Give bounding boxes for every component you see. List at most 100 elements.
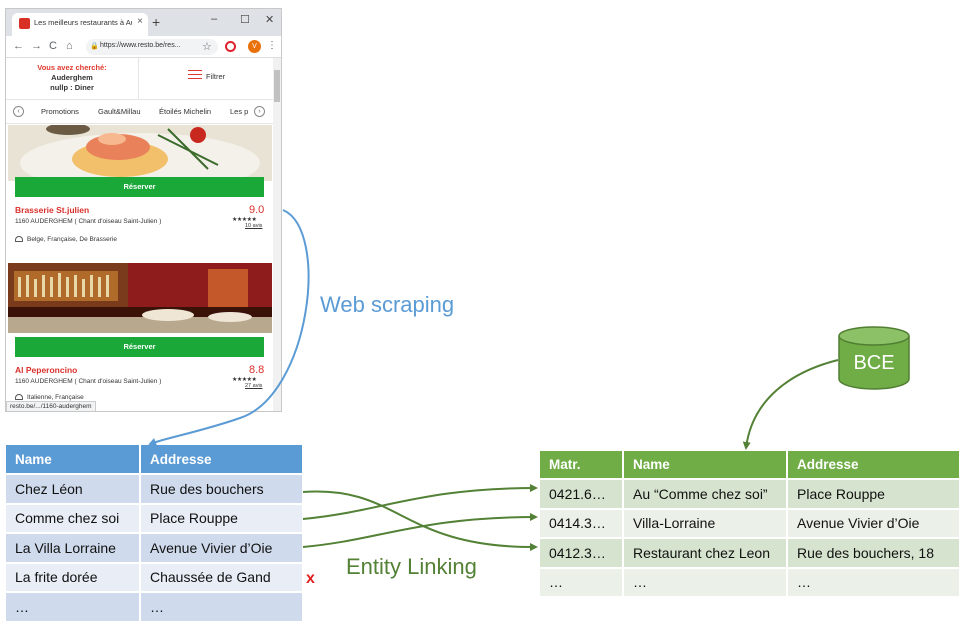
cell-name: Restaurant chez Leon <box>624 539 788 569</box>
new-tab-button[interactable]: + <box>152 14 161 30</box>
cell-name: La frite dorée <box>6 563 141 593</box>
restaurant-score-2: 8.8 <box>249 364 265 376</box>
cell-name: Villa-Lorraine <box>624 509 788 539</box>
search-summary-heading: Vous avez cherché: <box>37 63 107 72</box>
status-bar-url: resto.be/.../1160-auderghem <box>6 401 96 411</box>
web-scraping-label: Web scraping <box>320 292 455 317</box>
cuisine-icon <box>15 236 23 242</box>
restaurant-reviews-2[interactable]: 27 avis <box>245 383 263 389</box>
restaurant-reviews-1[interactable]: 10 avis <box>245 223 263 229</box>
link-comme-chez-soi <box>302 484 538 520</box>
reserve-button-2[interactable]: Réserver <box>15 337 264 357</box>
entity-linking-label: Entity Linking <box>346 554 477 579</box>
restaurant-cuisine-text-2: Italienne, Française <box>27 394 84 401</box>
table-row: 0414.3… Villa-Lorraine Avenue Vivier d’O… <box>540 509 959 539</box>
cell-name: Au “Comme chez soi” <box>624 480 788 510</box>
category-prev-icon[interactable]: ‹ <box>13 106 24 117</box>
restaurant-cuisine-1: Belge, Française, De Brasserie <box>15 236 117 243</box>
bookmark-star-icon[interactable]: ☆ <box>202 41 212 53</box>
close-tab-icon[interactable]: × <box>137 16 143 27</box>
cell-address: Place Rouppe <box>788 480 959 510</box>
table-header-row: Matr. Name Addresse <box>540 451 959 480</box>
cell-address: Rue des bouchers <box>141 475 302 505</box>
table-row: 0421.6… Au “Comme chez soi” Place Rouppe <box>540 480 959 510</box>
table-row: La frite dorée Chaussée de Gand <box>6 563 302 593</box>
column-header-address: Addresse <box>141 445 302 475</box>
table-row: Chez Léon Rue des bouchers <box>6 475 302 505</box>
link-villa-lorraine <box>302 513 538 548</box>
cell-name: Chez Léon <box>6 475 141 505</box>
link-chez-leon <box>302 490 538 552</box>
search-location: Auderghem <box>51 73 93 82</box>
cell-address: Avenue Vivier d’Oie <box>788 509 959 539</box>
column-header-matr: Matr. <box>540 451 624 480</box>
avatar[interactable]: V <box>248 40 261 53</box>
cell-address: Avenue Vivier d’Oie <box>141 534 302 564</box>
cell-matr: 0412.3… <box>540 539 624 569</box>
scrollbar[interactable] <box>273 58 281 411</box>
cell-address: Place Rouppe <box>141 504 302 534</box>
category-michelin[interactable]: Étoilés Michelin <box>159 107 212 116</box>
column-header-name: Name <box>6 445 141 475</box>
cell-matr: 0421.6… <box>540 480 624 510</box>
category-promotions[interactable]: Promotions <box>41 107 79 116</box>
url-text: https://www.resto.be/res... <box>100 42 181 49</box>
back-icon[interactable]: ← <box>13 40 24 52</box>
cell-address: Chaussée de Gand <box>141 563 302 593</box>
category-gault-millau[interactable]: Gault&Millau <box>98 107 141 116</box>
cell-name: … <box>6 593 141 623</box>
cell-name: Comme chez soi <box>6 504 141 534</box>
tab-title: Les meilleurs restaurants à Auderghem <box>34 18 132 27</box>
database-label: BCE <box>853 352 895 374</box>
cell-name: La Villa Lorraine <box>6 534 141 564</box>
reload-icon[interactable]: C <box>49 40 57 52</box>
scraped-table: Name Addresse Chez Léon Rue des bouchers… <box>6 445 302 623</box>
restaurant-photo-1[interactable] <box>8 125 272 181</box>
lock-icon: 🔒 <box>90 43 99 50</box>
opera-icon[interactable] <box>225 41 236 52</box>
cell-address: … <box>141 593 302 623</box>
restaurant-address-1: 1160 AUDERGHEM ( Chant d'oiseau Saint-Ju… <box>15 218 162 225</box>
column-header-name: Name <box>624 451 788 480</box>
search-summary[interactable]: Vous avez cherché: Auderghem nullp : Din… <box>6 58 139 100</box>
restaurant-stars-2: ★★★★★ <box>232 377 257 383</box>
restaurant-name-2[interactable]: Al Peperoncino <box>15 365 78 375</box>
restaurant-name-1[interactable]: Brasserie St.julien <box>15 205 90 215</box>
close-window-icon[interactable]: ✕ <box>265 14 275 26</box>
url-field[interactable]: 🔒 https://www.resto.be/res... <box>86 39 218 55</box>
table-row: Comme chez soi Place Rouppe <box>6 504 302 534</box>
restaurant-photo-2[interactable] <box>8 263 272 333</box>
registry-table: Matr. Name Addresse 0421.6… Au “Comme ch… <box>540 451 959 598</box>
table-row: La Villa Lorraine Avenue Vivier d’Oie <box>6 534 302 564</box>
forward-icon[interactable]: → <box>31 40 42 52</box>
filter-button[interactable]: Filtrer <box>206 72 226 81</box>
cell-address: … <box>788 568 959 598</box>
filter-icon[interactable] <box>188 70 202 82</box>
search-summary-panel: Vous avez cherché: Auderghem nullp : Din… <box>6 58 274 100</box>
table-header-row: Name Addresse <box>6 445 302 475</box>
menu-icon[interactable]: ⋮ <box>267 40 277 51</box>
address-bar: ← → C ⌂ 🔒 https://www.resto.be/res... ☆ … <box>6 36 281 58</box>
restaurant-cuisine-text-1: Belge, Française, De Brasserie <box>27 236 117 243</box>
minimize-icon[interactable]: – <box>211 13 218 25</box>
restaurant-address-2: 1160 AUDERGHEM ( Chant d'oiseau Saint-Ju… <box>15 378 162 385</box>
bce-link-arrow <box>742 359 839 450</box>
maximize-icon[interactable]: ☐ <box>240 14 250 26</box>
no-match-mark: x <box>306 570 315 587</box>
cuisine-icon <box>15 394 23 400</box>
browser-tab[interactable]: Les meilleurs restaurants à Auderghem × <box>12 13 148 36</box>
cell-name: … <box>624 568 788 598</box>
restaurant-cuisine-2: Italienne, Française <box>15 394 84 401</box>
cell-matr: … <box>540 568 624 598</box>
reserve-button-1[interactable]: Réserver <box>15 177 264 197</box>
database-icon <box>838 326 910 390</box>
table-row: … … … <box>540 568 959 598</box>
home-icon[interactable]: ⌂ <box>66 40 73 52</box>
category-more[interactable]: Les p <box>230 107 249 116</box>
scroll-thumb[interactable] <box>274 70 280 102</box>
table-row: 0412.3… Restaurant chez Leon Rue des bou… <box>540 539 959 569</box>
column-header-address: Addresse <box>788 451 959 480</box>
category-next-icon[interactable]: › <box>254 106 265 117</box>
restaurant-score-1: 9.0 <box>249 204 265 216</box>
tab-bar: Les meilleurs restaurants à Auderghem × … <box>6 9 281 36</box>
